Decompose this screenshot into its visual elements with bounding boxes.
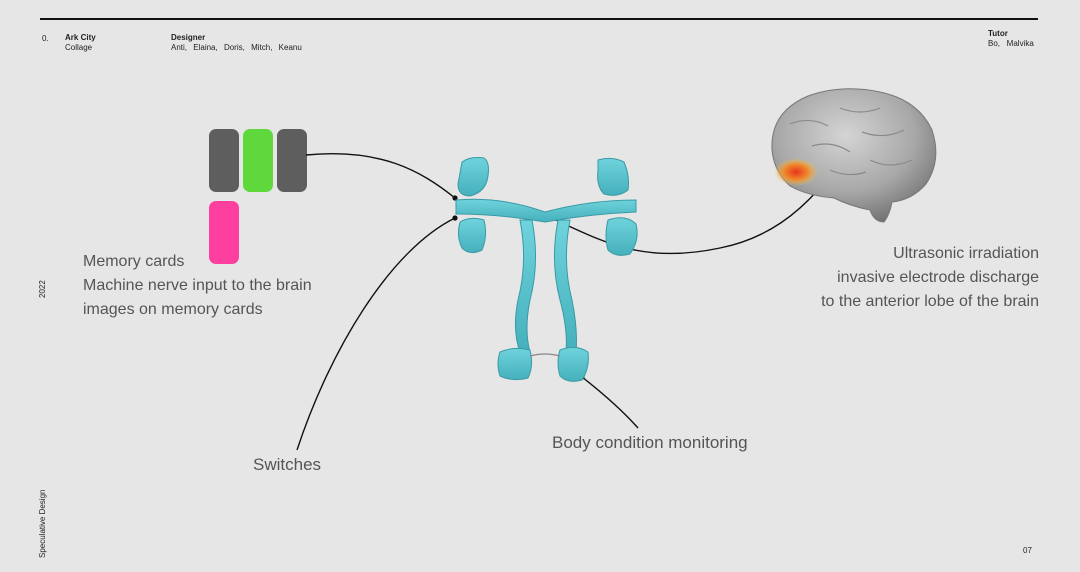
brain-caption: Ultrasonic irradiation invasive electrod…: [821, 242, 1039, 314]
tutor-block: Tutor Bo, Malvika: [988, 29, 1034, 49]
brain-caption-line2: invasive electrode discharge: [837, 269, 1039, 286]
designer-name: Keanu: [278, 43, 302, 52]
body-connector-line: [581, 376, 639, 429]
designer-name: Elaina,: [193, 43, 218, 52]
page-number: 07: [1023, 546, 1032, 555]
project-title: Ark City: [65, 33, 96, 42]
top-rule: [40, 18, 1038, 20]
designer-name: Anti,: [171, 43, 188, 52]
device-foot-right: [557, 346, 589, 382]
memory-cards-line1: Machine nerve input to the brain: [83, 277, 312, 294]
project-block: Ark City Collage: [65, 33, 96, 53]
designer-block: Designer Anti, Elaina, Doris, Mitch, Kea…: [171, 33, 306, 53]
device-foot-left: [497, 347, 533, 381]
page-index: 0.: [42, 34, 49, 43]
device-foot-link: [529, 353, 561, 357]
device-stem-left: [514, 219, 537, 353]
body-monitoring-caption: Body condition monitoring: [552, 433, 748, 452]
memory-card-green: [243, 129, 273, 192]
memory-card-gray-left: [209, 129, 239, 192]
brain-hotspot: [774, 158, 818, 186]
memory-card-gray-right: [277, 129, 307, 192]
brain-connector-line: [544, 189, 819, 255]
designer-name: Doris,: [223, 43, 245, 52]
brain-illustration: [771, 88, 937, 223]
neural-device-illustration: [455, 157, 638, 382]
brain-caption-line3: to the anterior lobe of the brain: [821, 293, 1039, 310]
memory-connector-dot: [452, 195, 458, 201]
device-crossbar: [455, 198, 637, 223]
device-pad-mid-right: [605, 217, 638, 256]
memory-cards-title: Memory cards: [83, 253, 185, 270]
switches-connector-line: [296, 217, 456, 451]
designer-names: Anti, Elaina, Doris, Mitch, Keanu: [171, 43, 306, 52]
brain-gyri-lines: [789, 107, 913, 176]
memory-cards-caption: Memory cards Machine nerve input to the …: [83, 250, 312, 322]
memory-cards-line2: images on memory cards: [83, 301, 263, 318]
brain-shape: [771, 88, 937, 223]
memory-card-pink: [209, 201, 239, 264]
switches-connector-dot: [452, 215, 458, 221]
device-stem-right: [553, 219, 577, 353]
brain-caption-line1: Ultrasonic irradiation: [893, 245, 1039, 262]
switches-caption: Switches: [253, 455, 322, 474]
device-pad-upper-left: [457, 157, 489, 197]
project-subtitle: Collage: [65, 43, 93, 52]
memory-connector-line: [305, 153, 456, 199]
device-pad-mid-left: [457, 217, 487, 254]
device-pad-upper-right: [597, 157, 629, 196]
designer-label: Designer: [171, 33, 206, 42]
designer-name: Mitch,: [251, 43, 273, 52]
tutor-label: Tutor: [988, 29, 1008, 38]
tutor-names: Bo, Malvika: [988, 39, 1034, 48]
